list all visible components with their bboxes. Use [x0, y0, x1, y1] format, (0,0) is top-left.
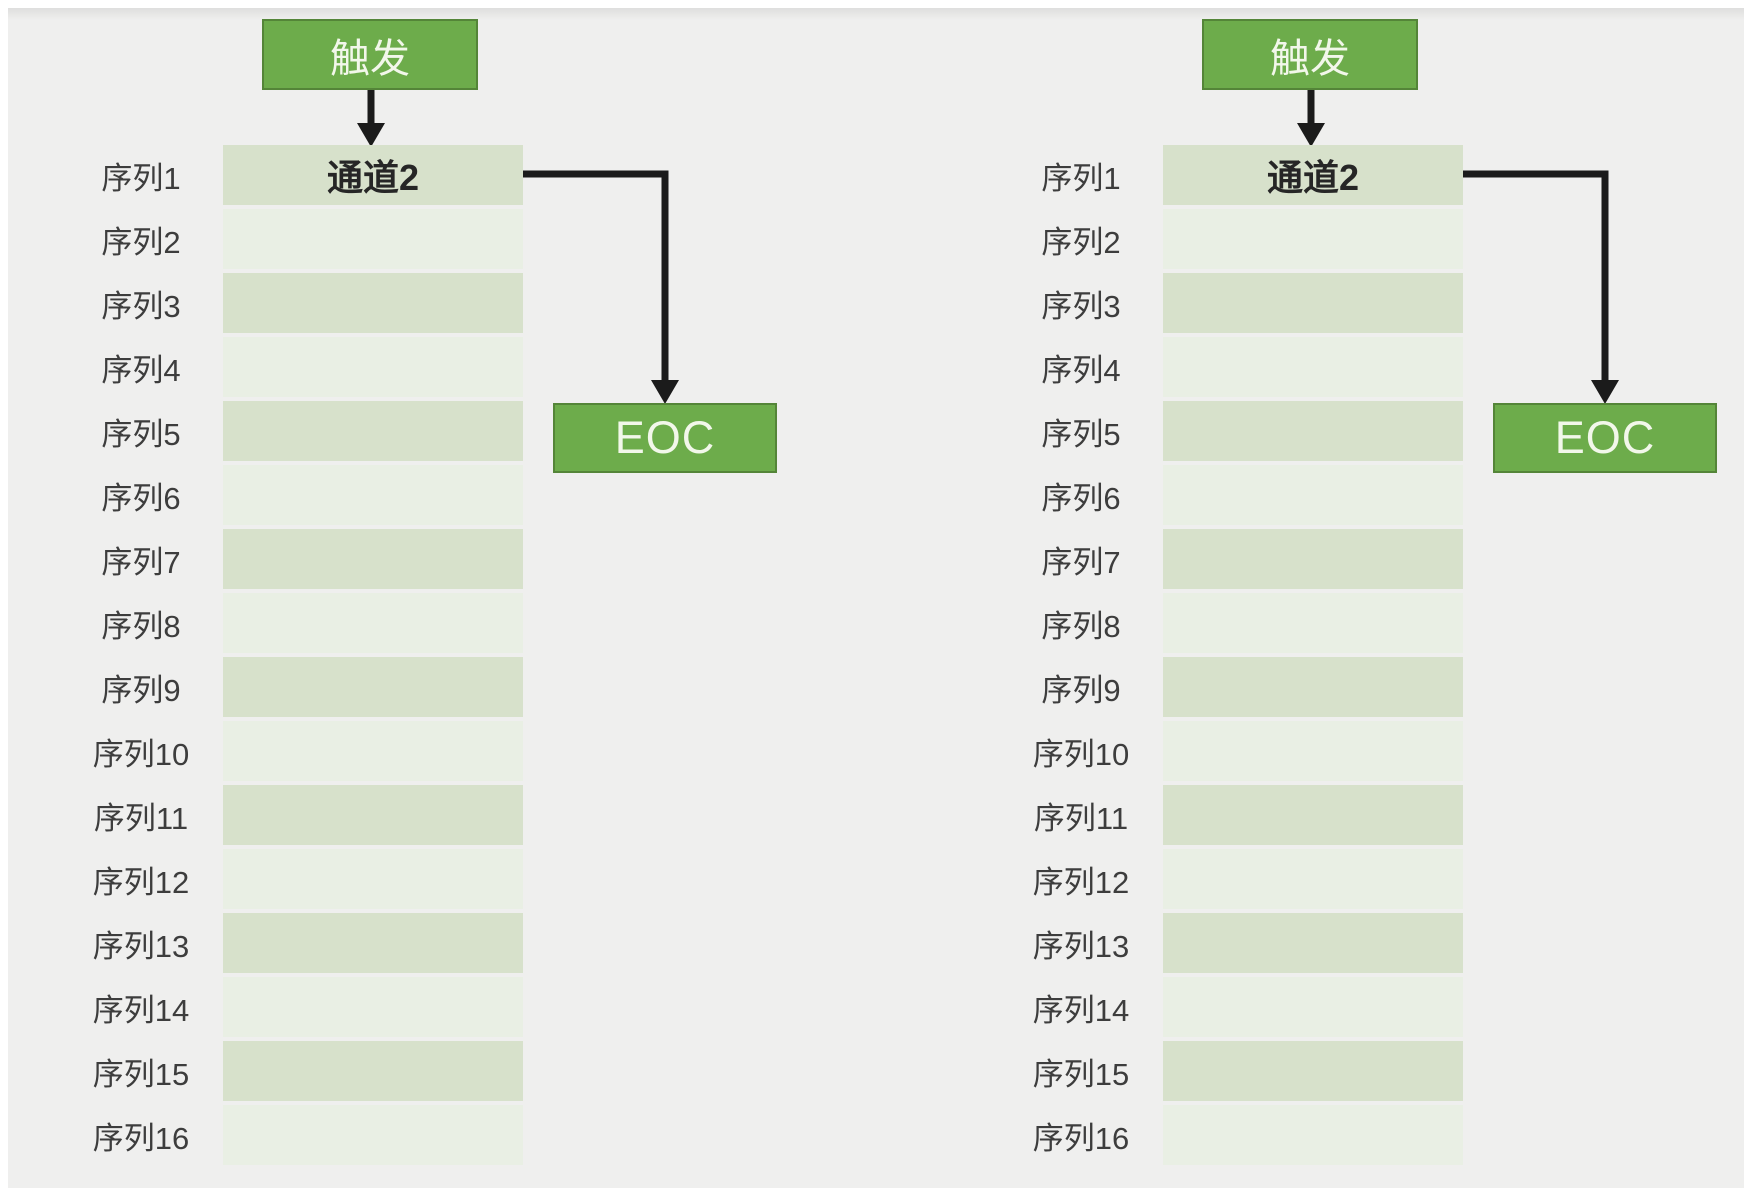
sequence-cell [223, 529, 523, 589]
eoc-arrow-head [651, 380, 679, 404]
sequence-label: 序列6 [101, 480, 181, 516]
sequence-label: 序列4 [101, 352, 181, 388]
eoc-box: EOC [1493, 403, 1717, 473]
eoc-box: EOC [553, 403, 777, 473]
sequence-cell [223, 721, 523, 781]
sequence-label: 序列7 [1041, 544, 1121, 580]
channel-cell: 通道2 [223, 145, 523, 205]
sequence-cell [223, 1105, 523, 1165]
sequence-cell [1163, 593, 1463, 653]
channel-cell: 通道2 [1163, 145, 1463, 205]
sequence-label: 序列11 [93, 800, 189, 836]
sequence-cell [1163, 465, 1463, 525]
sequence-label: 序列5 [101, 416, 181, 452]
sequence-label: 序列16 [1032, 1120, 1130, 1156]
sequence-label: 序列13 [92, 928, 190, 964]
sequence-label: 序列7 [101, 544, 181, 580]
sequence-label: 序列10 [92, 736, 190, 772]
sequence-cell [1163, 529, 1463, 589]
sequence-cell [1163, 209, 1463, 269]
trigger-box: 触发 [1202, 19, 1418, 90]
sequence-cell [1163, 977, 1463, 1037]
sequence-cell [1163, 273, 1463, 333]
sequence-label-column: 序列1 序列2 序列3 序列4 序列5 序列6 序列7 序列8 序列9 序列10 序列11 序列12 序… [59, 145, 223, 1165]
sequence-label: 序列5 [1041, 416, 1121, 452]
sequence-cell [223, 593, 523, 653]
sequence-cell [1163, 401, 1463, 461]
sequence-cell [223, 1041, 523, 1101]
sequence-label: 序列12 [1032, 864, 1130, 900]
eoc-arrow-line [523, 170, 669, 383]
eoc-arrow-line [1463, 170, 1609, 383]
sequence-label-column: 序列1 序列2 序列3 序列4 序列5 序列6 序列7 序列8 序列9 序列10 序列11 序列12 序… [999, 145, 1163, 1165]
sequence-label: 序列9 [101, 672, 181, 708]
sequence-label: 序列12 [92, 864, 190, 900]
sequence-label: 序列6 [1041, 480, 1121, 516]
sequence-label: 序列16 [92, 1120, 190, 1156]
trigger-arrow-head [1297, 123, 1325, 147]
sequence-label: 序列2 [101, 224, 181, 260]
sequence-cell [223, 657, 523, 717]
sequence-cell [223, 273, 523, 333]
sequence-cell [1163, 785, 1463, 845]
trigger-box: 触发 [262, 19, 478, 90]
sequence-cell [223, 977, 523, 1037]
sequence-cell [1163, 337, 1463, 397]
sequence-cell [1163, 657, 1463, 717]
sequence-label: 序列8 [101, 608, 181, 644]
sequence-label: 序列9 [1041, 672, 1121, 708]
sequence-cell [223, 913, 523, 973]
sequence-cell [1163, 913, 1463, 973]
sequence-cell [1163, 849, 1463, 909]
trigger-arrow-head [357, 123, 385, 147]
sequence-cell [223, 337, 523, 397]
sequence-label: 序列15 [92, 1056, 190, 1092]
sequence-label: 序列2 [1041, 224, 1121, 260]
sequence-cell [223, 209, 523, 269]
sequence-label: 序列4 [1041, 352, 1121, 388]
sequence-label: 序列1 [101, 160, 181, 196]
sequence-label: 序列3 [1041, 288, 1121, 324]
sequence-label: 序列15 [1032, 1056, 1130, 1092]
sequence-label: 序列3 [101, 288, 181, 324]
sequence-label: 序列10 [1032, 736, 1130, 772]
sequence-cell [1163, 1105, 1463, 1165]
sequence-label: 序列14 [1032, 992, 1130, 1028]
sequence-label: 序列11 [1033, 800, 1129, 836]
sequence-label: 序列14 [92, 992, 190, 1028]
sequence-cell [223, 401, 523, 461]
sequence-table: 通道2 [1163, 145, 1463, 1165]
sequence-label: 序列1 [1041, 160, 1121, 196]
sequence-cell [223, 465, 523, 525]
sequence-label: 序列8 [1041, 608, 1121, 644]
sequence-cell [1163, 1041, 1463, 1101]
sequence-cell [1163, 721, 1463, 781]
sequence-cell [223, 849, 523, 909]
eoc-arrow-head [1591, 380, 1619, 404]
sequence-cell [223, 785, 523, 845]
sequence-table: 通道2 [223, 145, 523, 1165]
sequence-label: 序列13 [1032, 928, 1130, 964]
